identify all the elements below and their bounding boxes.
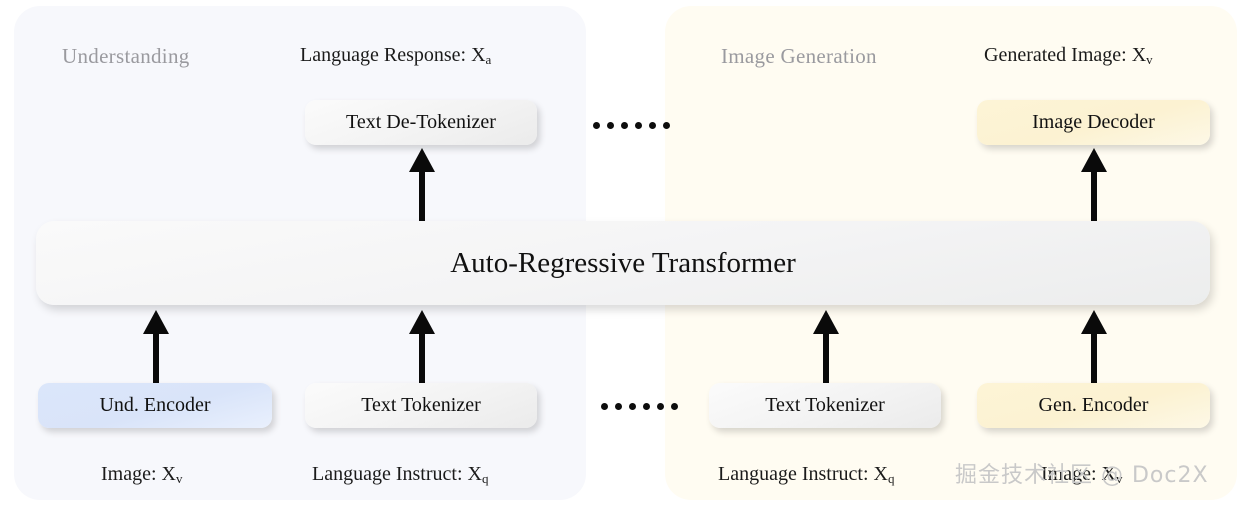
label-language-instruct-right-subscript: q	[887, 471, 895, 486]
ellipsis-top-icon	[593, 122, 670, 129]
box-auto-regressive-transformer[interactable]: Auto-Regressive Transformer	[36, 221, 1210, 305]
label-language-instruct-left-text: Language Instruct: X	[312, 463, 482, 485]
arrow-up-text-tokenizer-left	[409, 310, 435, 386]
label-generated-image-subscript: v	[1146, 52, 1153, 67]
arrow-up-und-encoder	[143, 310, 169, 386]
label-generated-image-text: Generated Image: X	[984, 44, 1147, 66]
label-image-right: Image: Xv	[1041, 463, 1122, 487]
label-language-instruct-left: Language Instruct: Xq	[312, 463, 488, 487]
box-text-de-tokenizer-label: Text De-Tokenizer	[346, 111, 496, 133]
box-text-de-tokenizer[interactable]: Text De-Tokenizer	[305, 100, 537, 145]
box-auto-regressive-transformer-label: Auto-Regressive Transformer	[450, 246, 796, 279]
label-image-left-text: Image: X	[101, 463, 176, 485]
label-image-left: Image: Xv	[101, 463, 182, 487]
panel-title-understanding: Understanding	[62, 44, 190, 68]
label-language-instruct-right-text: Language Instruct: X	[718, 463, 888, 485]
box-text-tokenizer-left[interactable]: Text Tokenizer	[305, 383, 537, 428]
label-image-left-subscript: v	[175, 471, 183, 486]
arrow-up-image-decoder	[1081, 148, 1107, 224]
box-text-tokenizer-left-label: Text Tokenizer	[361, 394, 481, 416]
arrow-up-text-tokenizer-right	[813, 310, 839, 386]
box-image-decoder-label: Image Decoder	[1032, 111, 1155, 133]
arrow-up-text-de-tokenizer	[409, 148, 435, 224]
box-und-encoder-label: Und. Encoder	[99, 394, 211, 416]
box-gen-encoder[interactable]: Gen. Encoder	[977, 383, 1210, 428]
label-image-right-text: Image: X	[1041, 463, 1116, 485]
label-language-response-subscript: a	[485, 52, 492, 67]
box-text-tokenizer-right-label: Text Tokenizer	[765, 394, 885, 416]
box-image-decoder[interactable]: Image Decoder	[977, 100, 1210, 145]
ellipsis-bottom-icon	[601, 403, 678, 410]
label-language-instruct-right: Language Instruct: Xq	[718, 463, 894, 487]
label-generated-image: Generated Image: Xv	[984, 44, 1153, 68]
box-und-encoder[interactable]: Und. Encoder	[38, 383, 272, 428]
label-language-response-text: Language Response: X	[300, 44, 486, 66]
box-text-tokenizer-right[interactable]: Text Tokenizer	[709, 383, 941, 428]
label-image-right-subscript: v	[1115, 471, 1123, 486]
label-language-response: Language Response: Xa	[300, 44, 491, 68]
box-gen-encoder-label: Gen. Encoder	[1038, 394, 1149, 416]
label-language-instruct-left-subscript: q	[481, 471, 489, 486]
arrow-up-gen-encoder	[1081, 310, 1107, 386]
panel-title-image-generation: Image Generation	[721, 44, 877, 68]
